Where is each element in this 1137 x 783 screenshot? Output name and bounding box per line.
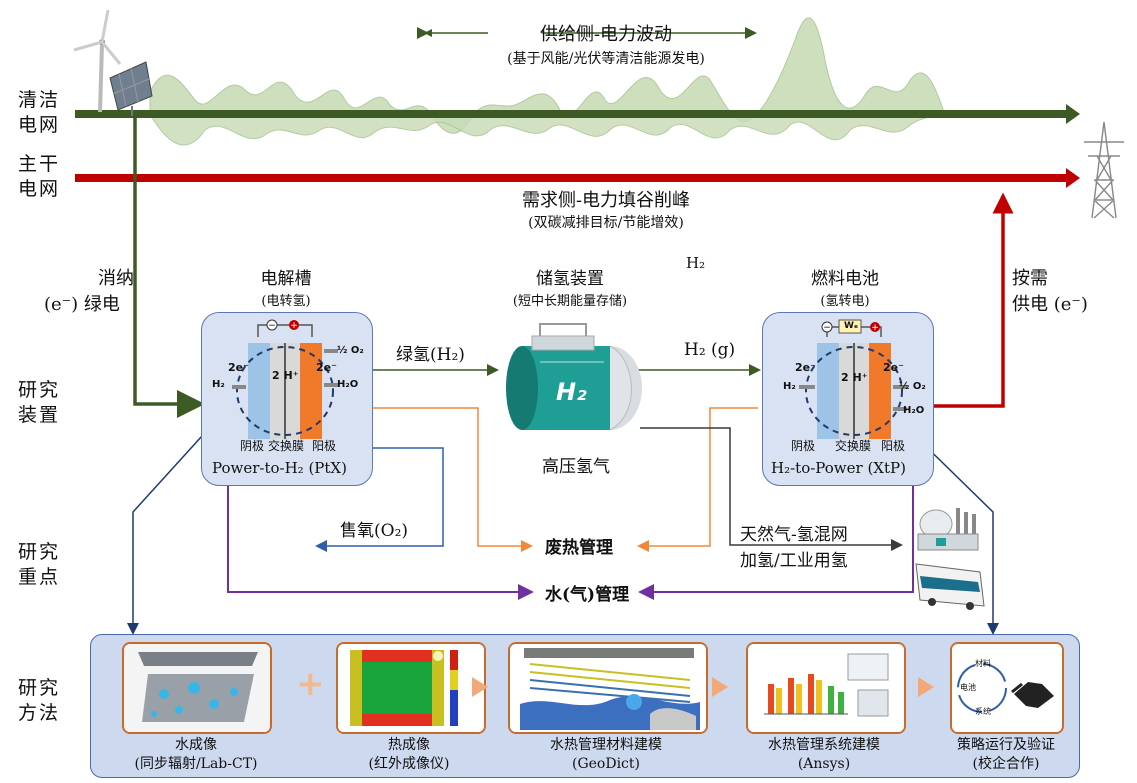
fuelcell-we: Wₑ [844,321,859,331]
electrolyzer-e-left: 2e⁻ [228,361,249,374]
fuelcell-cathode: 阴极 [791,439,816,453]
method-arrow-1 [472,677,488,697]
waste-heat-right [637,407,758,552]
electrolyzer-cell-icon: − + [232,319,338,439]
storage-top-label: H₂ [686,254,706,272]
method-label-1: 水成像(同步辐射/Lab-CT) [134,737,258,772]
method-label-3: 水热管理材料建模(GeoDict) [550,737,662,772]
fuelcell-title: 燃料电池 [811,269,879,289]
storage-subtitle: (短中长期能量存储) [512,294,628,309]
fuelcell-h2: H₂ [783,381,796,392]
waste-heat-left [372,407,533,552]
strategy-label-material: 材料 [975,659,991,668]
waste-heat-label: 废热管理 [545,538,613,558]
electrolyzer-box: − + 2e⁻ 2e⁻ 2 H⁺ H₂ ½ O₂ H₂O 阴极 交换膜 阳极 P… [201,312,373,486]
consume-line2: (e⁻) 绿电 [44,294,120,315]
electrolyzer-caption: Power-to-H₂ (PtX) [212,459,347,477]
method-arrow-2 [712,677,728,697]
fuelcell-caption: H₂-to-Power (XtP) [771,459,906,477]
row-label-clean-grid: 清洁电网 [18,89,61,136]
hydrogen-tank-icon [506,323,642,431]
storage-title: 储氢装置 [536,269,604,289]
wind-solar-icon [73,9,153,116]
supply-subtitle: (基于风能/光伏等清洁能源发电) [507,51,705,67]
ondemand-line1: 按需 [1012,268,1048,289]
water-left [227,486,534,600]
electrolyzer-title: 电解槽 [260,269,312,289]
method-card-water-imaging[interactable] [122,642,272,734]
green-h2-label: 绿氢(H₂) [396,345,465,365]
strategy-label-cell: 电池 [960,683,976,692]
row-label-method: 研究方法 [18,677,61,724]
fuelcell-membrane: 交换膜 [835,439,872,453]
geodict-model-icon [510,644,706,732]
row-label-device: 研究装置 [18,379,61,426]
consume-green-arrow [133,114,205,418]
industry-label: 加氢/工业用氢 [740,551,848,571]
electrolyzer-cathode: 阴极 [240,439,265,453]
electrolyzer-h2: H₂ [212,379,225,390]
fuelcell-e-left: 2e⁻ [795,361,816,374]
fuelcell-cell-icon: − + [799,319,907,439]
electrolyzer-h2o: H₂O [337,379,359,390]
svg-text:+: + [290,321,298,331]
water-label: 水(气)管理 [545,585,630,605]
electrolyzer-anode: 阳极 [312,439,337,453]
hydrogen-bus-icon [915,563,985,610]
method-link-left [127,424,213,635]
tank-h2-label: H₂ [556,378,587,406]
method-arrow-3 [918,677,934,697]
gas-grid-flow [640,427,903,551]
ondemand-line2: 供电 (e⁻) [1012,294,1088,315]
h2-gas-label: H₂ (g) [684,340,736,360]
sell-o2-label: 售氧(O₂) [340,521,409,541]
method-card-system-model[interactable] [746,642,906,734]
svg-text:+: + [871,323,879,333]
method-label-2: 热成像(红外成像仪) [368,737,450,772]
consume-line1: 消纳 [98,268,134,289]
fuelcell-e-right: 2e⁻ [883,361,904,374]
electrolyzer-o2: ½ O₂ [337,345,364,356]
demand-subtitle: (双碳减排目标/节能增效) [528,215,684,231]
fuelcell-h-plus: 2 H⁺ [841,371,868,384]
row-label-main-grid: 主干电网 [18,153,61,200]
fuelcell-subtitle: (氢转电) [820,294,870,309]
gas-grid-label: 天然气-氢混网 [740,525,848,545]
demand-title: 需求侧-电力填谷削峰 [521,190,691,211]
supply-red-arrow [932,192,1014,408]
fuelcell-h2o: H₂O [903,405,925,416]
ansys-model-icon [748,644,904,732]
electrolyzer-h-plus: 2 H⁺ [272,369,299,382]
fuelcell-box: − + Wₑ 2e⁻ 2e⁻ 2 H⁺ H₂ ½ O₂ H₂O 阴极 交换膜 阳… [762,312,934,486]
method-card-thermal-imaging[interactable] [336,642,486,734]
method-card-strategy[interactable]: 材料 电池 系统 [950,642,1064,734]
thermal-image-icon [338,644,484,732]
electrolyzer-subtitle: (电转氢) [261,294,311,309]
svg-text:−: − [268,321,276,331]
storage-caption: 高压氢气 [542,457,610,477]
method-card-material-model[interactable] [508,642,708,734]
ct-water-image-icon [124,644,270,732]
water-right [638,486,914,600]
svg-text:−: − [823,323,831,333]
fuelcell-o2: ½ O₂ [899,381,926,392]
sell-o2-flow [315,447,444,552]
row-label-focus: 研究重点 [18,541,61,588]
method-label-4: 水热管理系统建模(Ansys) [768,737,880,772]
strategy-label-system: 系统 [975,707,991,716]
fuelcell-anode: 阳极 [881,439,906,453]
strategy-cycle-icon [952,644,1062,732]
hydrogen-station-icon [917,508,979,551]
plus-icon: + [296,664,325,704]
electrolyzer-e-right: 2e⁻ [316,361,337,374]
method-label-5: 策略运行及验证(校企合作) [957,737,1055,772]
supply-title: 供给侧-电力波动 [539,24,673,45]
power-pylon-icon [1084,121,1124,219]
electrolyzer-membrane: 交换膜 [268,439,305,453]
